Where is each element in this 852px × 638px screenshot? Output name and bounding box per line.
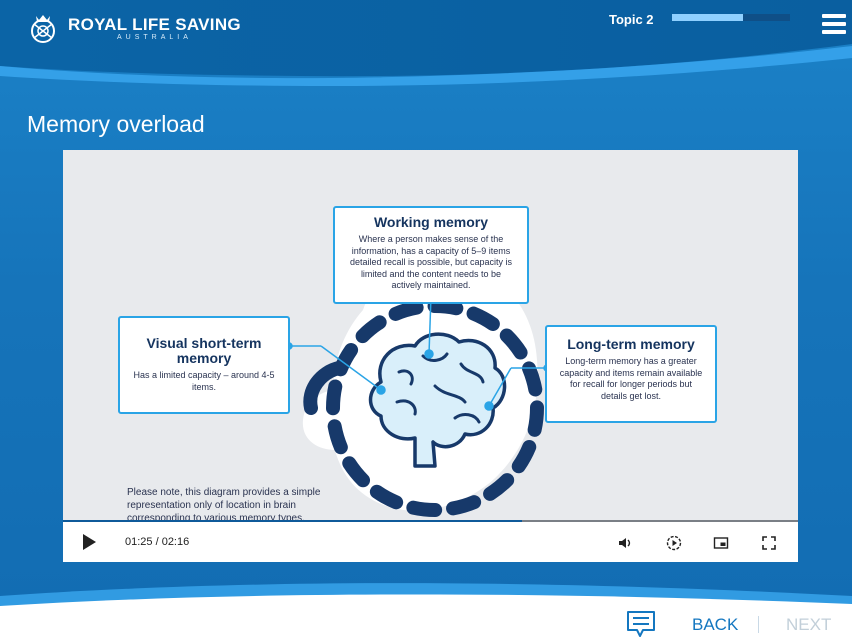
video-controls: 01:25 / 02:16 xyxy=(63,522,798,562)
brand-subtitle: AUSTRALIA xyxy=(68,34,241,42)
visual-memory-text: Has a limited capacity – around 4-5 item… xyxy=(130,370,278,393)
nav-divider xyxy=(758,616,759,633)
header: ROYAL LIFE SAVING AUSTRALIA Topic 2 xyxy=(0,0,852,86)
brand-title: ROYAL LIFE SAVING xyxy=(68,16,241,34)
long-term-memory-box: Long-term memory Long-term memory has a … xyxy=(545,325,717,423)
long-term-memory-text: Long-term memory has a greater capacity … xyxy=(557,356,705,402)
menu-icon[interactable] xyxy=(822,14,846,34)
long-term-memory-title: Long-term memory xyxy=(557,337,705,352)
speed-icon[interactable] xyxy=(665,534,683,552)
topic-progress-fill xyxy=(672,14,743,21)
play-icon[interactable] xyxy=(83,534,96,550)
topic-label: Topic 2 xyxy=(609,12,654,27)
video-player[interactable]: Working memory Where a person makes sens… xyxy=(63,150,798,562)
video-time: 01:25 / 02:16 xyxy=(125,536,189,548)
picture-in-picture-icon[interactable] xyxy=(712,534,730,552)
back-button[interactable]: BACK xyxy=(692,615,738,635)
working-memory-title: Working memory xyxy=(345,215,517,230)
working-memory-box: Working memory Where a person makes sens… xyxy=(333,206,529,304)
page-title: Memory overload xyxy=(27,111,205,138)
next-button[interactable]: NEXT xyxy=(786,615,831,635)
topic-progress-bar xyxy=(672,14,790,21)
visual-memory-box: Visual short-term memory Has a limited c… xyxy=(118,316,290,414)
crest-icon xyxy=(26,12,60,46)
visual-memory-title: Visual short-term memory xyxy=(130,336,278,366)
notes-icon[interactable] xyxy=(626,610,656,638)
fullscreen-icon[interactable] xyxy=(760,534,778,552)
brand-logo[interactable]: ROYAL LIFE SAVING AUSTRALIA xyxy=(26,12,241,46)
volume-icon[interactable] xyxy=(616,534,634,552)
working-memory-text: Where a person makes sense of the inform… xyxy=(345,234,517,292)
